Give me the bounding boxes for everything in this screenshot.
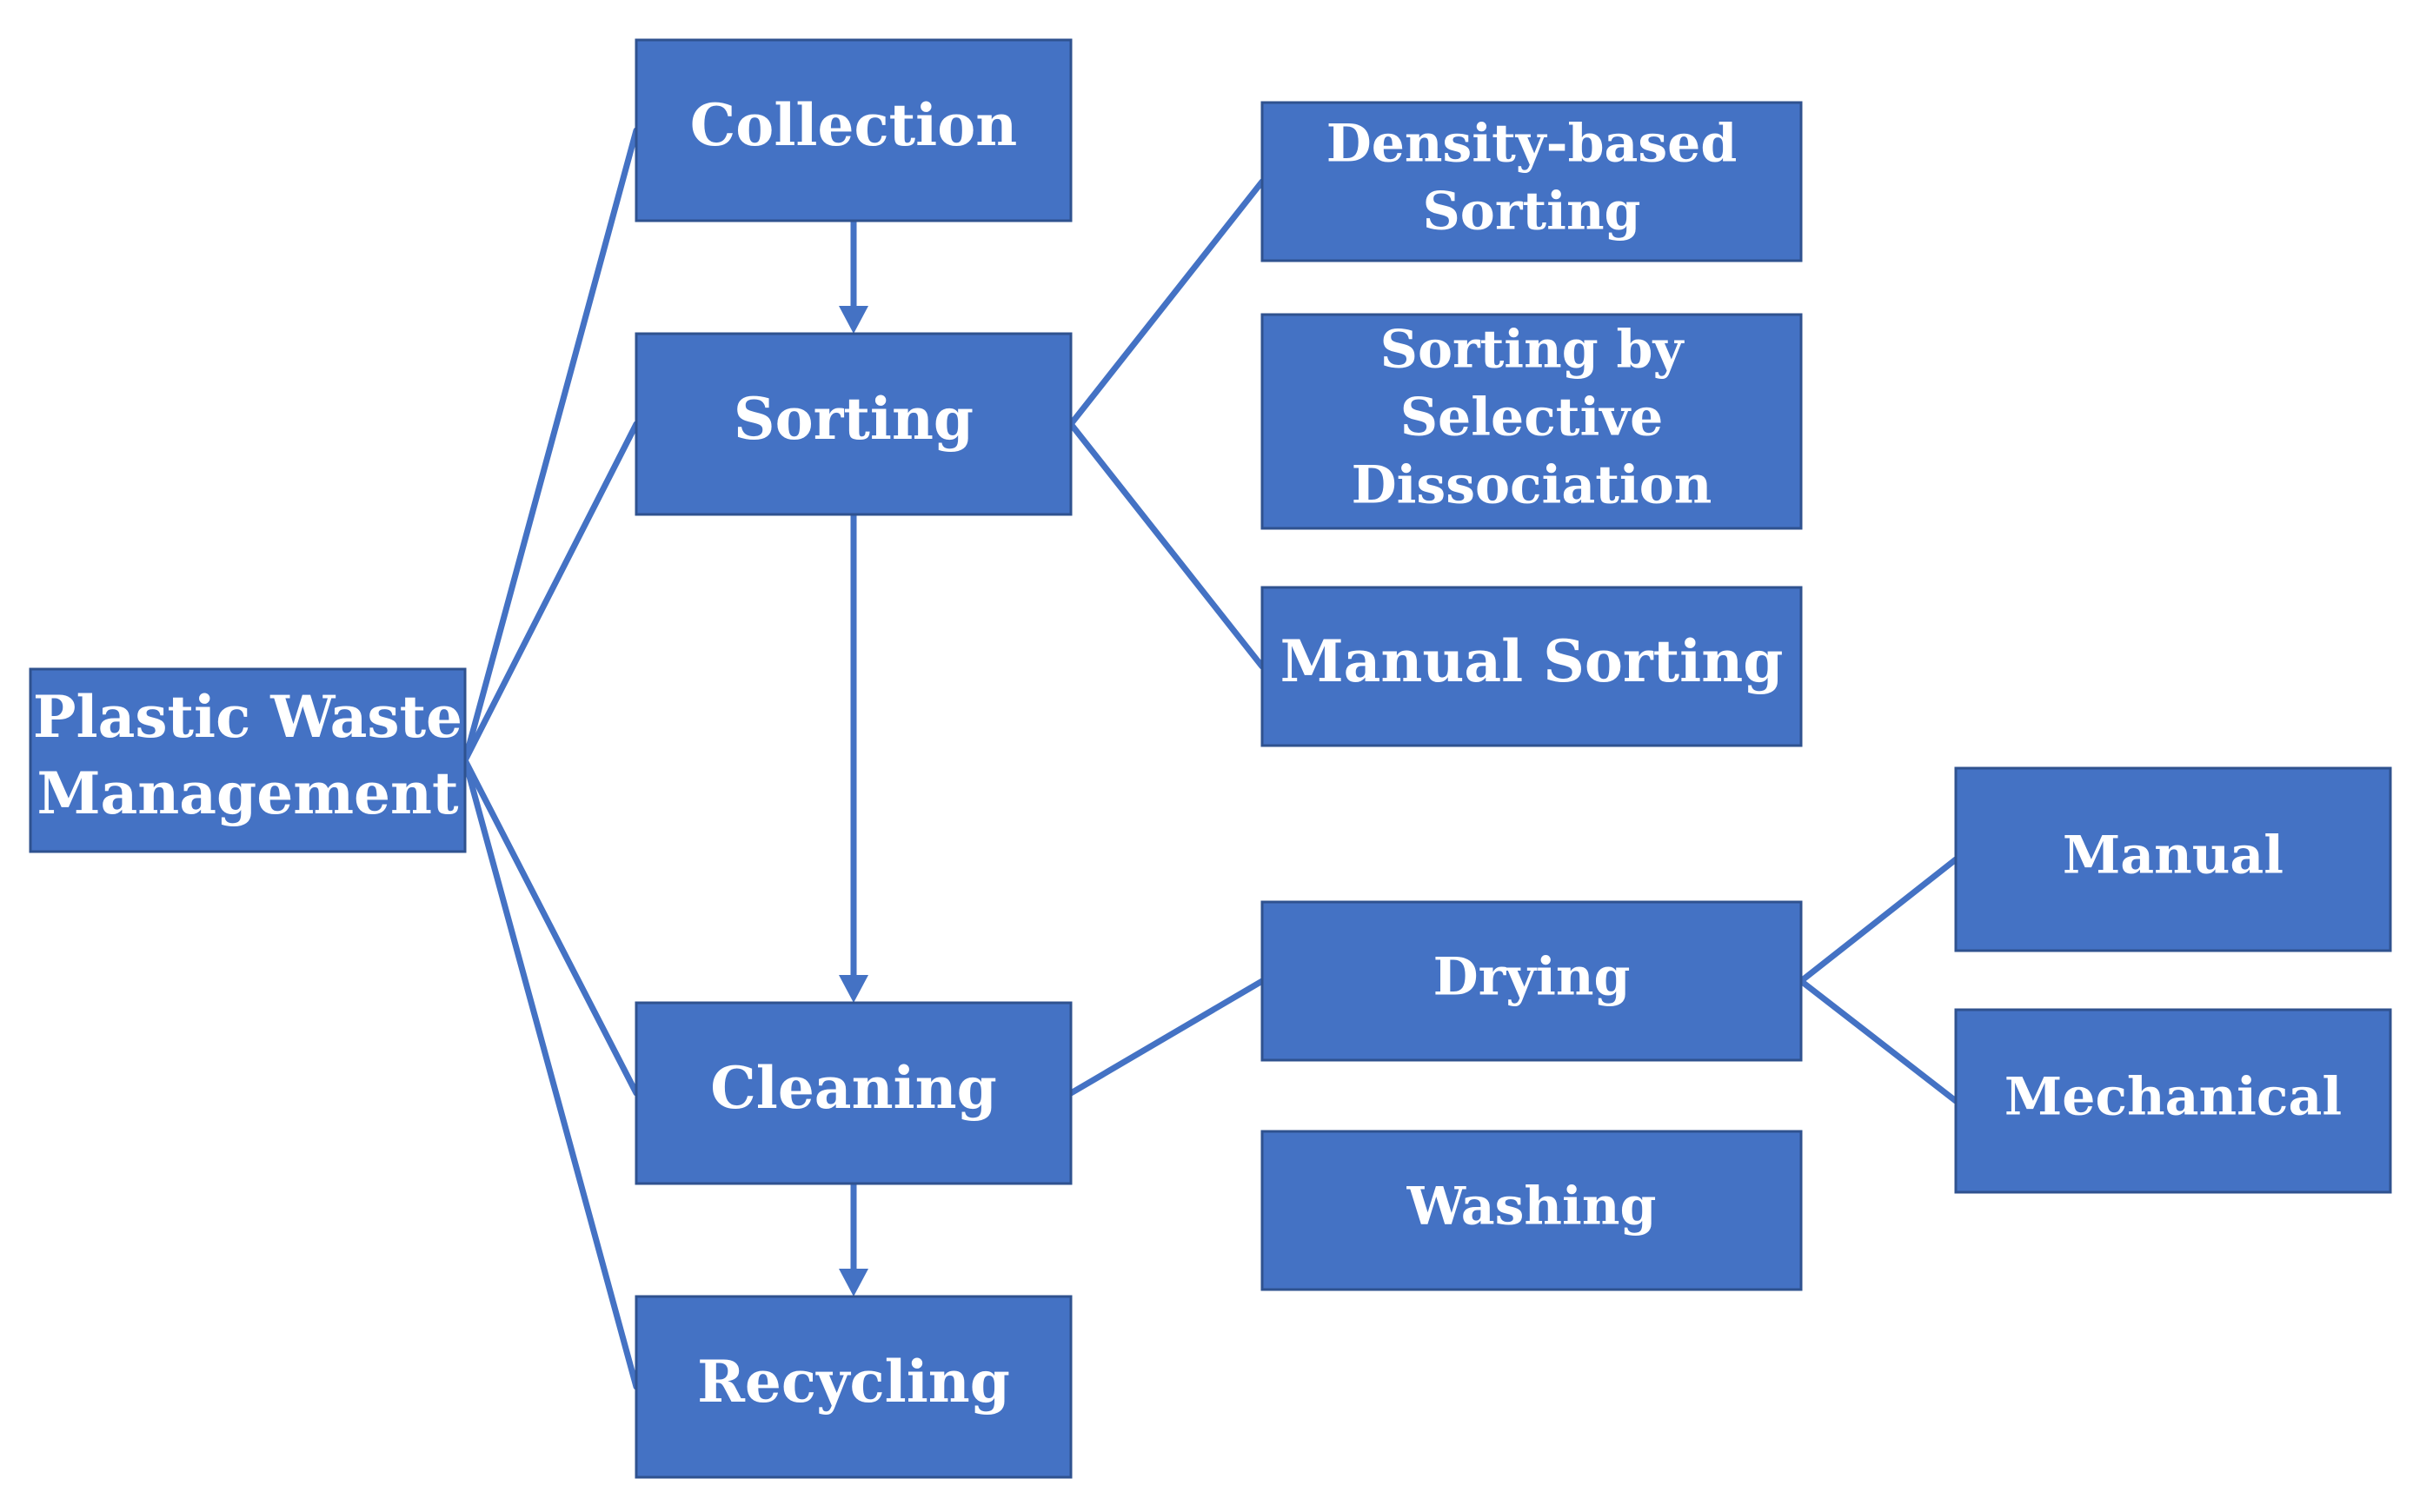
node-box-sorting-by-selective-dissociation bbox=[1260, 313, 1803, 530]
node-label-manual-sorting: Manual Sorting bbox=[1280, 627, 1784, 695]
node-label-plastic-waste-management-line-1: Plastic Waste bbox=[33, 683, 462, 751]
node-label-washing: Washing bbox=[1406, 1177, 1657, 1237]
edge-plastic-waste-management-to-cleaning bbox=[462, 757, 640, 1097]
node-label-sorting-by-selective-dissociation-line-1: Sorting by bbox=[1380, 320, 1685, 381]
node-label-sorting-by-selective-dissociation-line-2: Selective bbox=[1400, 388, 1664, 448]
node-manual-sorting: Manual Sorting bbox=[1260, 586, 1803, 747]
edge-plastic-waste-management-to-recycling bbox=[462, 757, 640, 1390]
node-box-density-based-sorting bbox=[1260, 101, 1803, 262]
node-box-washing bbox=[1260, 1130, 1803, 1291]
edge-sorting-to-density-based-sorting bbox=[1067, 178, 1266, 428]
node-label-drying: Drying bbox=[1433, 947, 1631, 1008]
edge-plastic-waste-management-to-collection bbox=[462, 127, 640, 764]
node-mechanical: Mechanical bbox=[1954, 1008, 2392, 1194]
node-box-drying bbox=[1260, 900, 1803, 1062]
node-box-recycling bbox=[635, 1295, 1073, 1479]
node-box-manual bbox=[1954, 766, 2392, 952]
edge-cleaning-to-drying bbox=[1067, 978, 1266, 1097]
node-collection: Collection bbox=[635, 38, 1073, 222]
edge-sorting-to-manual-sorting bbox=[1067, 421, 1266, 670]
edge-drying-to-mechanical bbox=[1798, 978, 1959, 1104]
node-label-mechanical: Mechanical bbox=[2004, 1067, 2342, 1128]
node-box-collection bbox=[635, 38, 1073, 222]
node-sorting: Sorting bbox=[635, 332, 1073, 516]
node-label-density-based-sorting-line-2: Sorting bbox=[1422, 182, 1640, 242]
node-label-recycling: Recycling bbox=[697, 1348, 1010, 1416]
connectors bbox=[462, 127, 1959, 1390]
edge-cleaning-to-recycling-head bbox=[839, 1269, 868, 1296]
node-drying: Drying bbox=[1260, 900, 1803, 1062]
node-label-manual: Manual bbox=[2063, 826, 2283, 886]
node-label-sorting-by-selective-dissociation-line-3: Dissociation bbox=[1352, 455, 1712, 516]
node-box-plastic-waste-management bbox=[29, 667, 467, 853]
node-washing: Washing bbox=[1260, 1130, 1803, 1291]
edge-collection-to-sorting-head bbox=[839, 306, 868, 334]
edge-drying-to-manual bbox=[1798, 856, 1959, 985]
edge-sorting-to-cleaning-head bbox=[839, 975, 868, 1003]
node-box-cleaning bbox=[635, 1001, 1073, 1185]
node-box-sorting bbox=[635, 332, 1073, 516]
node-label-cleaning: Cleaning bbox=[710, 1054, 997, 1122]
node-label-density-based-sorting-line-1: Density-based bbox=[1326, 114, 1738, 175]
node-recycling: Recycling bbox=[635, 1295, 1073, 1479]
node-label-sorting: Sorting bbox=[734, 385, 974, 453]
node-manual: Manual bbox=[1954, 766, 2392, 952]
node-box-manual-sorting bbox=[1260, 586, 1803, 747]
edge-plastic-waste-management-to-sorting bbox=[462, 421, 640, 764]
node-box-mechanical bbox=[1954, 1008, 2392, 1194]
node-label-plastic-waste-management-line-2: Management bbox=[37, 759, 459, 827]
node-label-collection: Collection bbox=[690, 91, 1017, 159]
node-cleaning: Cleaning bbox=[635, 1001, 1073, 1185]
